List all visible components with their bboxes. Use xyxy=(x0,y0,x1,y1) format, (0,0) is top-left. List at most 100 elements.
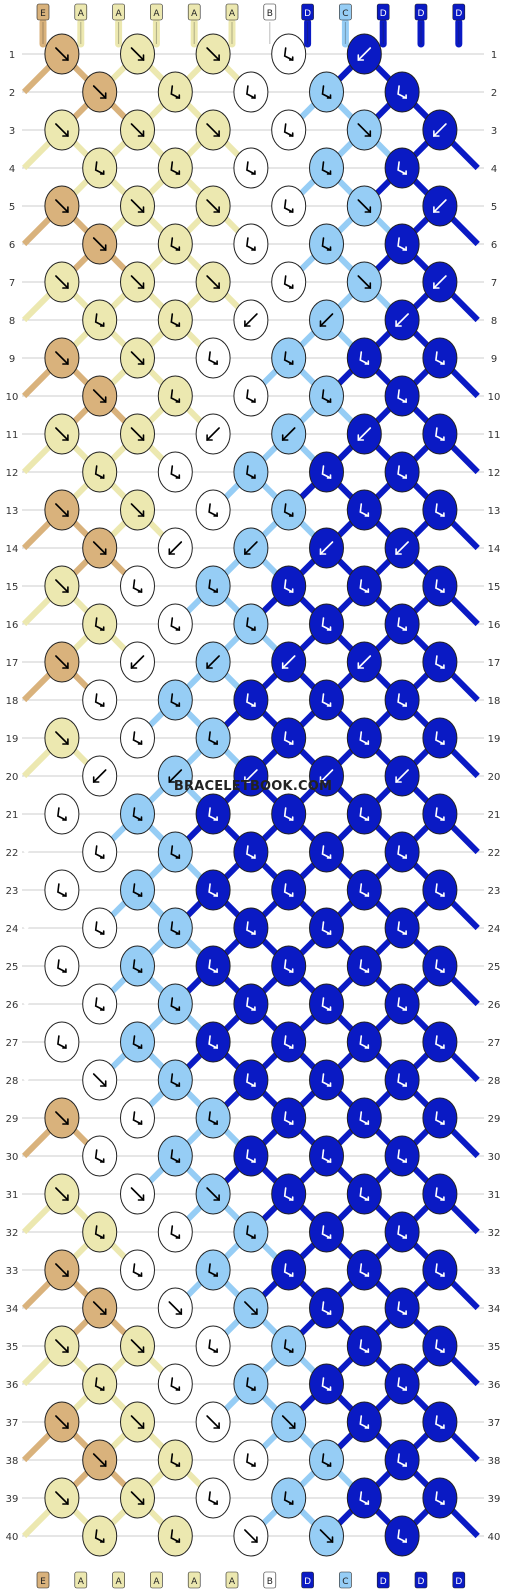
knot xyxy=(120,565,155,607)
row-number-left: 29 xyxy=(6,1114,19,1125)
knot-arrow-icon xyxy=(246,1225,256,1239)
knot-arrow-icon xyxy=(208,883,218,897)
knot-arrow-icon xyxy=(283,1187,294,1201)
strand-label-bottom: D xyxy=(380,1577,387,1587)
knot xyxy=(233,1135,269,1177)
knot-arrow-icon xyxy=(130,1187,145,1201)
knot-arrow-icon xyxy=(168,541,183,555)
knot xyxy=(384,1363,420,1405)
knot xyxy=(233,1211,269,1253)
knot xyxy=(271,337,307,379)
row-number-left: 35 xyxy=(6,1342,19,1353)
strand-label-top: D xyxy=(380,9,387,19)
row-number-left: 19 xyxy=(6,734,19,745)
knot xyxy=(271,945,307,987)
knot xyxy=(271,1097,307,1139)
row-number-right: 10 xyxy=(488,392,501,403)
knot-arrow-icon xyxy=(170,161,181,175)
strand-label-bottom: A xyxy=(229,1577,236,1587)
knot-arrow-icon xyxy=(94,1529,105,1543)
knot xyxy=(120,945,155,987)
knot-arrow-icon xyxy=(397,85,407,99)
knot-arrow-icon xyxy=(395,541,409,555)
knot-arrow-icon xyxy=(359,959,370,973)
knot-arrow-icon xyxy=(208,579,218,593)
knot-arrow-icon xyxy=(57,883,67,897)
knot xyxy=(195,489,231,531)
strand-label-top: E xyxy=(40,9,46,19)
knot-arrow-icon xyxy=(94,693,105,707)
watermark: BRACELETBOOK.COM xyxy=(173,779,333,794)
row-number-left: 10 xyxy=(6,392,19,403)
knot-arrow-icon xyxy=(246,1453,256,1467)
knot-arrow-icon xyxy=(283,199,294,213)
knot xyxy=(120,1097,155,1139)
strand-label-top-box xyxy=(376,3,390,21)
knot-arrow-icon xyxy=(170,465,181,479)
knot xyxy=(82,603,118,645)
knot xyxy=(384,1515,420,1557)
knot-arrow-icon xyxy=(130,351,145,365)
row-number-right: 34 xyxy=(488,1304,501,1315)
knot-arrow-icon xyxy=(208,1263,218,1277)
knot xyxy=(157,451,193,493)
strand-label-bottom-box xyxy=(36,1571,50,1589)
knot-arrow-icon xyxy=(55,1339,69,1353)
knot-arrow-icon xyxy=(130,47,145,61)
row-number-left: 16 xyxy=(6,620,19,631)
strand-label-bottom: D xyxy=(455,1577,462,1587)
strand-label-bottom-box xyxy=(112,1571,125,1589)
strand-label-top: A xyxy=(191,9,198,19)
row-number-left: 12 xyxy=(6,468,19,479)
knot-arrow-icon xyxy=(206,1415,220,1429)
knot-arrow-icon xyxy=(94,1225,105,1239)
knot xyxy=(346,1249,382,1291)
knot-arrow-icon xyxy=(321,693,332,707)
knot-arrow-icon xyxy=(92,389,107,403)
knot-arrow-icon xyxy=(435,1339,445,1353)
row-number-left: 15 xyxy=(6,582,19,593)
knot xyxy=(195,717,231,759)
knot-arrow-icon xyxy=(206,655,220,669)
row-number-right: 9 xyxy=(491,354,497,365)
row-number-right: 4 xyxy=(491,164,497,175)
knot xyxy=(195,1477,231,1519)
row-number-right: 31 xyxy=(488,1190,501,1201)
row-number-right: 18 xyxy=(488,696,501,707)
row-number-left: 36 xyxy=(6,1380,19,1391)
strand-label-top-box xyxy=(263,3,277,21)
knot xyxy=(309,375,344,417)
knot xyxy=(422,1097,458,1139)
strand-label-bottom-box xyxy=(414,1571,428,1589)
row-number-right: 6 xyxy=(491,240,497,251)
knot xyxy=(309,71,344,113)
knot-arrow-icon xyxy=(170,1073,181,1087)
knot-arrow-icon xyxy=(92,541,107,555)
knot xyxy=(82,907,118,949)
strand-label-top: A xyxy=(78,9,85,19)
knot-arrow-icon xyxy=(246,161,256,175)
knot-arrow-icon xyxy=(283,1263,294,1277)
knot xyxy=(233,147,269,189)
knot-arrow-icon xyxy=(395,313,409,327)
knot-arrow-icon xyxy=(94,465,105,479)
row-number-left: 4 xyxy=(9,164,15,175)
strand-label-top-box xyxy=(339,3,352,21)
strand-label-bottom-box xyxy=(187,1571,201,1589)
knot xyxy=(233,679,269,721)
knot xyxy=(195,869,231,911)
row-number-right: 3 xyxy=(491,126,497,137)
knot xyxy=(271,489,307,531)
knot xyxy=(44,945,80,987)
knot xyxy=(195,1021,231,1063)
row-number-right: 32 xyxy=(488,1228,501,1239)
knot xyxy=(44,1021,80,1063)
knot-arrow-icon xyxy=(359,351,370,365)
knot xyxy=(384,223,420,265)
row-number-right: 27 xyxy=(488,1038,501,1049)
row-number-right: 25 xyxy=(488,962,501,973)
row-number-right: 21 xyxy=(488,810,501,821)
knot xyxy=(422,1249,458,1291)
knot-arrow-icon xyxy=(168,1301,183,1315)
row-number-left: 23 xyxy=(6,886,19,897)
